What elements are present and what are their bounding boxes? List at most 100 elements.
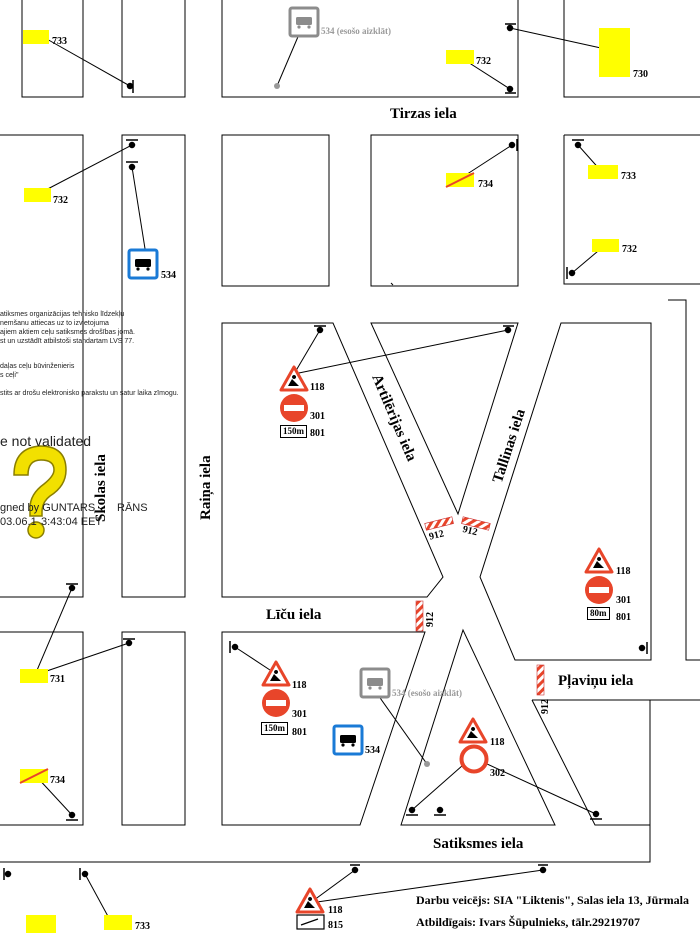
note-line: stits ar drošu elektronisko parakstu un … [0, 390, 179, 397]
signpost-icon [79, 868, 89, 880]
sign-code: 733 [52, 36, 67, 47]
sign-code: 118 [490, 737, 505, 748]
signpost-icons [3, 23, 648, 880]
sign-code: 732 [53, 195, 68, 206]
bus-stop-icon [127, 248, 159, 280]
signature-signer-tail: RĀNS [117, 502, 148, 514]
no-entry-icon [262, 689, 290, 717]
block-raina-north [221, 134, 330, 287]
block-top-left [21, 0, 84, 98]
signpost-icon [66, 583, 78, 592]
sign-code: 118 [292, 680, 307, 691]
signature-signer: gned by GUNTARS [0, 502, 96, 514]
sign-code: 118 [310, 382, 325, 393]
note-line: atiksmes organizācijas tehnisko līdzekļu [0, 311, 125, 318]
signpost-icon [505, 23, 516, 32]
no-vehicles-icon [459, 744, 489, 774]
distance-plate: 80m [587, 607, 610, 620]
roadwork-warning-icon [279, 365, 309, 392]
street-satiksmes: Satiksmes iela [433, 836, 524, 852]
sign-code: 732 [622, 244, 637, 255]
sign-code: 730 [633, 69, 648, 80]
note-line: daļas ceļu būvinženieris [0, 363, 75, 370]
sign-code: 534 [161, 270, 176, 281]
block-artilerijas-north [370, 134, 519, 287]
sign-code-existing: 534 (esošo aizklāt) [392, 688, 462, 698]
existing-sign-dots [274, 83, 430, 767]
street-raina: Raiņa iela [198, 455, 214, 520]
yellow-markers [20, 28, 630, 933]
barrier-912-c [415, 600, 424, 632]
sign-code: 732 [476, 56, 491, 67]
sign-code: 815 [328, 920, 343, 931]
block-raina-east [221, 322, 444, 598]
sign-code: 801 [616, 612, 631, 623]
detour-plate-icon [296, 914, 325, 930]
note-line: st un uzstādīt atbilstoši standartam LVS… [0, 338, 135, 345]
sign-code: 118 [328, 905, 343, 916]
signpost-icon [126, 161, 138, 171]
signpost-icon [566, 267, 576, 279]
bus-stop-icon [359, 667, 391, 699]
bus-stop-icon [288, 6, 320, 38]
signature-time: 3:43:04 EET [41, 516, 103, 528]
sign-code: 301 [292, 709, 307, 720]
signpost-icon [126, 139, 138, 149]
block-top-right [563, 0, 700, 98]
sign-code: 301 [616, 595, 631, 606]
block-skolas-east [121, 134, 186, 598]
sign-code: 733 [621, 171, 636, 182]
bus-stop-icon [332, 724, 364, 756]
street-tirzas: Tirzas iela [390, 106, 457, 122]
barriers [415, 516, 545, 696]
roadwork-warning-icon [261, 660, 291, 687]
distance-plate: 150m [261, 722, 288, 735]
block-triangle-north [370, 322, 519, 516]
footer-responsible: Atbildīgais: Ivars Šūpulnieks, tālr.2921… [416, 915, 640, 929]
signpost-icon [3, 868, 12, 880]
sign-code: 734 [478, 179, 493, 190]
signpost-icon [434, 806, 446, 816]
distance-plate: 150m [280, 425, 307, 438]
sign-code: 912 [540, 699, 551, 714]
sign-code: 733 [135, 921, 150, 932]
barrier-912-b [461, 516, 491, 531]
sign-code: 801 [292, 727, 307, 738]
block-tallinas-east [479, 322, 652, 661]
signpost-icon [638, 642, 648, 654]
roadwork-warning-icon [584, 547, 614, 574]
sign-code: 118 [616, 566, 631, 577]
block-licu-south [221, 631, 426, 826]
signpost-icon [590, 810, 602, 820]
sign-code: 731 [50, 674, 65, 685]
roadwork-warning-icon [295, 887, 325, 914]
sign-code: 801 [310, 428, 325, 439]
signpost-icon [314, 325, 326, 334]
signpost-icon [406, 806, 418, 816]
signpost-icon [229, 641, 239, 653]
signpost-icon [508, 139, 518, 151]
sign-code-existing: 534 (esošo aizklāt) [321, 26, 391, 36]
signpost-icon [572, 139, 584, 149]
leader-lines [34, 27, 611, 921]
street-licu: Līču iela [266, 607, 322, 623]
sign-code: 302 [490, 768, 505, 779]
sign-code: 301 [310, 411, 325, 422]
signpost-icon [505, 85, 516, 94]
signpost-icon [66, 811, 78, 821]
question-mark-icon [13, 445, 67, 539]
signpost-icon [126, 80, 134, 93]
cancelled-sign-strikes [19, 172, 475, 784]
block-plavinu-south [0, 699, 700, 863]
block-top-2 [121, 0, 186, 98]
signpost-icon [123, 638, 135, 647]
signpost-icon [350, 864, 360, 874]
block-triangle-south [400, 628, 556, 826]
signpost-icon [538, 864, 548, 874]
city-blocks [0, 0, 700, 863]
barrier-912-a [424, 516, 454, 531]
block-right-edge [668, 299, 700, 661]
block-right-north [563, 134, 700, 285]
tiny-mark [390, 282, 394, 286]
